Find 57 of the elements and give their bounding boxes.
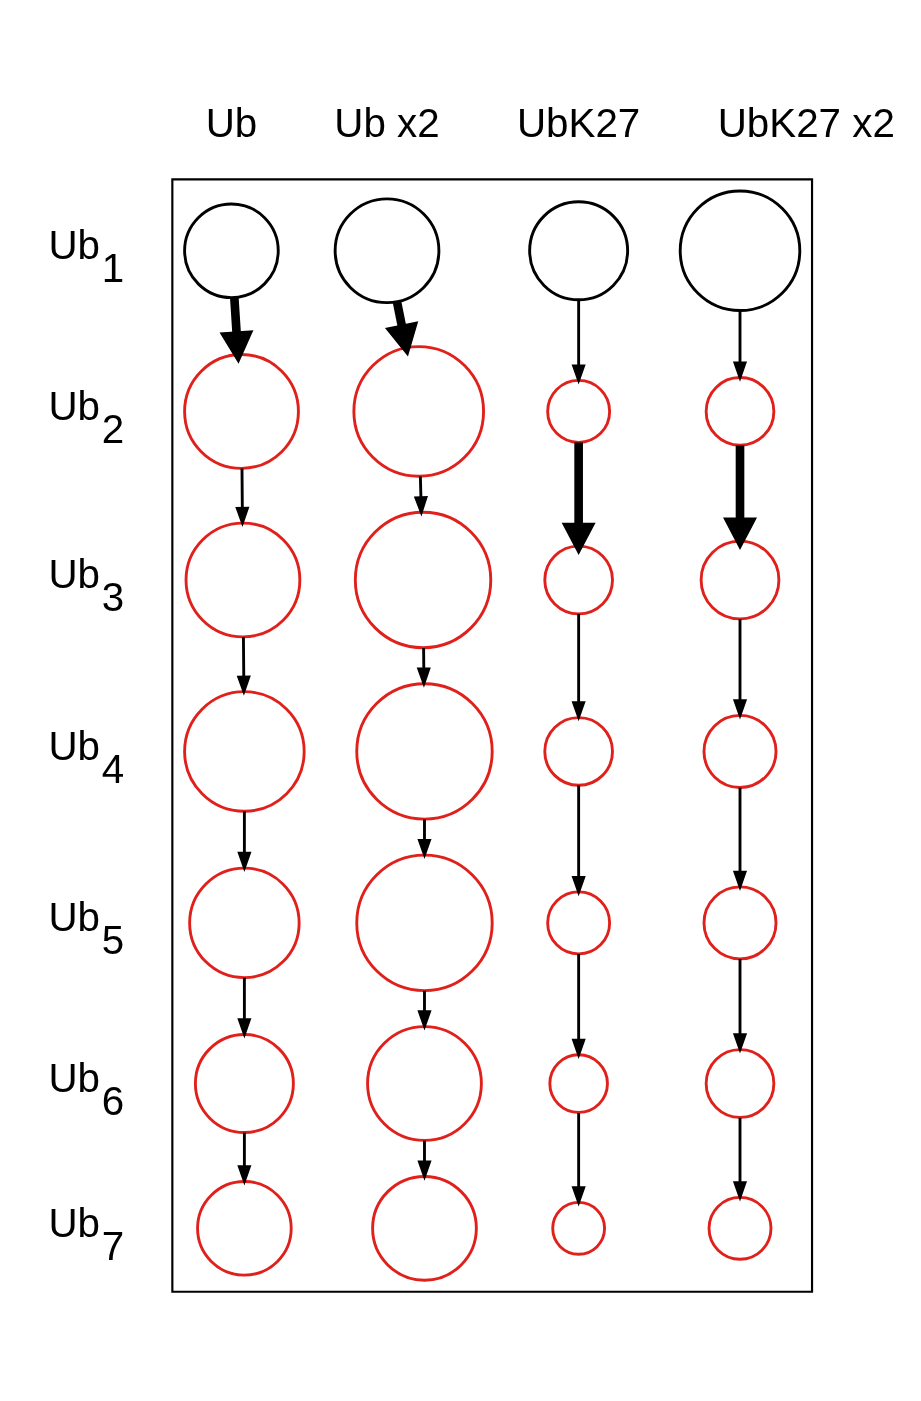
node-circle <box>707 1195 773 1261</box>
node-circle <box>188 866 301 979</box>
node-circle <box>704 375 776 447</box>
label: UbK27 x2 <box>717 99 895 146</box>
node-circle <box>548 1052 609 1114</box>
arrow <box>237 1132 252 1185</box>
arrow <box>732 1117 748 1201</box>
node-circle <box>699 539 781 620</box>
label: UbK27 <box>516 99 641 146</box>
arrow <box>235 467 250 527</box>
arrow <box>384 300 419 356</box>
arrow <box>571 784 586 896</box>
arrow <box>416 647 431 688</box>
label: Ub x2 <box>334 99 440 146</box>
node-circle <box>355 681 494 821</box>
node-circle <box>353 510 493 649</box>
arrow <box>723 445 757 550</box>
node-circle <box>193 1032 295 1134</box>
node-circle <box>183 352 300 470</box>
arrow <box>732 787 748 891</box>
arrow <box>417 819 432 859</box>
node-circle <box>546 889 612 955</box>
arrow <box>236 636 251 696</box>
label: Ub <box>205 99 258 146</box>
arrow <box>417 1140 432 1181</box>
arrow <box>413 475 428 516</box>
arrow <box>561 441 596 555</box>
node-circle <box>551 1200 607 1256</box>
node-circle <box>183 202 280 299</box>
node-circle <box>702 713 778 789</box>
node-circle <box>678 189 802 312</box>
arrow <box>219 297 254 364</box>
node-circle <box>355 853 494 992</box>
node-circle <box>366 1024 483 1142</box>
node-circle <box>704 1047 776 1119</box>
node-circle <box>702 884 778 960</box>
arrow <box>237 977 252 1038</box>
node-circle <box>546 378 612 444</box>
arrow <box>237 810 252 872</box>
arrow <box>571 953 586 1059</box>
arrow <box>417 990 432 1031</box>
node-circle <box>371 1174 478 1282</box>
arrow <box>571 299 586 385</box>
arrow <box>571 1112 586 1207</box>
node-circle <box>196 1179 293 1277</box>
cluster <box>171 177 814 1293</box>
node-circle <box>352 344 485 478</box>
arrow <box>732 310 748 382</box>
arrow <box>732 958 748 1053</box>
node-circle <box>528 199 630 301</box>
arrow <box>732 618 748 719</box>
node-circle <box>333 196 441 304</box>
node-circle <box>183 689 306 813</box>
node-circle <box>184 521 302 638</box>
node-circle <box>543 544 614 615</box>
arrow <box>571 613 586 721</box>
node-circle <box>543 715 614 787</box>
